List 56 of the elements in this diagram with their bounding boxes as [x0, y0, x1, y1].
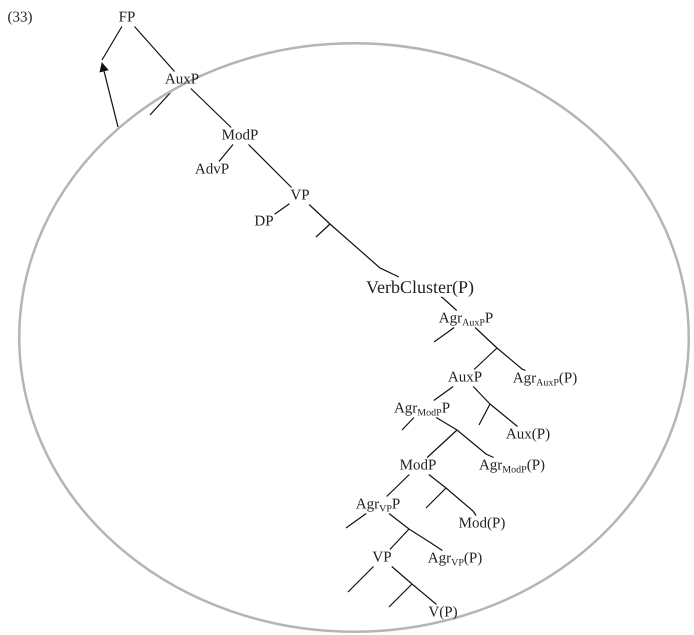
tree-branch	[446, 488, 477, 516]
tree-branch	[402, 417, 414, 430]
tree-branch	[274, 203, 290, 215]
tree-node-label: Agr$_{AuxP}$P	[438, 312, 494, 326]
circle-outline	[18, 42, 690, 633]
tree-branch	[456, 430, 494, 458]
tree-branch	[408, 528, 443, 551]
tree-node-label: ModP	[400, 458, 436, 474]
tree-branch	[440, 296, 458, 311]
tree-branch	[190, 88, 232, 128]
tree-branch	[218, 144, 234, 162]
tree-branch	[472, 386, 490, 404]
tree-branch	[474, 348, 498, 370]
tree-branch	[433, 386, 454, 401]
tree-node-label: Mod(P)	[458, 516, 506, 532]
tree-branch	[101, 26, 122, 60]
tree-branch	[490, 404, 518, 427]
tree-node-label: Agr$_{VP}$P	[356, 498, 400, 512]
tree-branch	[316, 224, 330, 238]
tree-node-label: DP	[254, 214, 274, 230]
tree-node-label: V(P)	[428, 606, 458, 620]
tree-branch	[248, 144, 292, 188]
tree-branch	[412, 584, 437, 605]
tree-branch	[388, 513, 410, 530]
tree-branch	[478, 404, 491, 426]
tree-branch	[330, 224, 400, 278]
tree-branch	[436, 416, 458, 431]
example-number: (33)	[8, 10, 32, 26]
tree-branch	[134, 26, 175, 72]
tree-node-label: AdvP	[194, 162, 230, 178]
tree-node-label: FP	[118, 10, 136, 26]
tree-node-label: VP	[372, 550, 392, 566]
movement-arrow	[99, 62, 119, 128]
tree-node-label: Aux(P)	[506, 428, 550, 442]
tree-node-label: Agr$_{VP}$(P)	[428, 552, 482, 566]
tree-branch	[474, 327, 498, 348]
tree-branch	[434, 327, 455, 342]
tree-node-label: Agr$_{AuxP}$(P)	[512, 372, 578, 386]
tree-node-label: VP	[290, 188, 310, 204]
tree-branch	[426, 488, 446, 508]
tree-node-label: Agr$_{ModP}$(P)	[478, 458, 546, 474]
tree-branch	[346, 513, 367, 528]
tree-node-label: ModP	[222, 128, 258, 144]
tree-node-label: AuxP	[448, 370, 482, 386]
tree-branch	[428, 474, 446, 488]
tree-branch	[386, 474, 410, 497]
tree-branch	[391, 566, 412, 584]
tree-node-label: VerbCluster(P)	[366, 278, 474, 296]
tree-branch	[388, 584, 412, 608]
tree-node-label: AuxP	[164, 72, 200, 88]
tree-branch	[496, 348, 526, 372]
tree-branch	[389, 528, 410, 550]
tree-branch	[348, 566, 374, 592]
tree-branch	[426, 430, 458, 458]
tree-branch	[308, 204, 330, 224]
tree-node-label: Agr$_{ModP}$P	[394, 402, 450, 416]
